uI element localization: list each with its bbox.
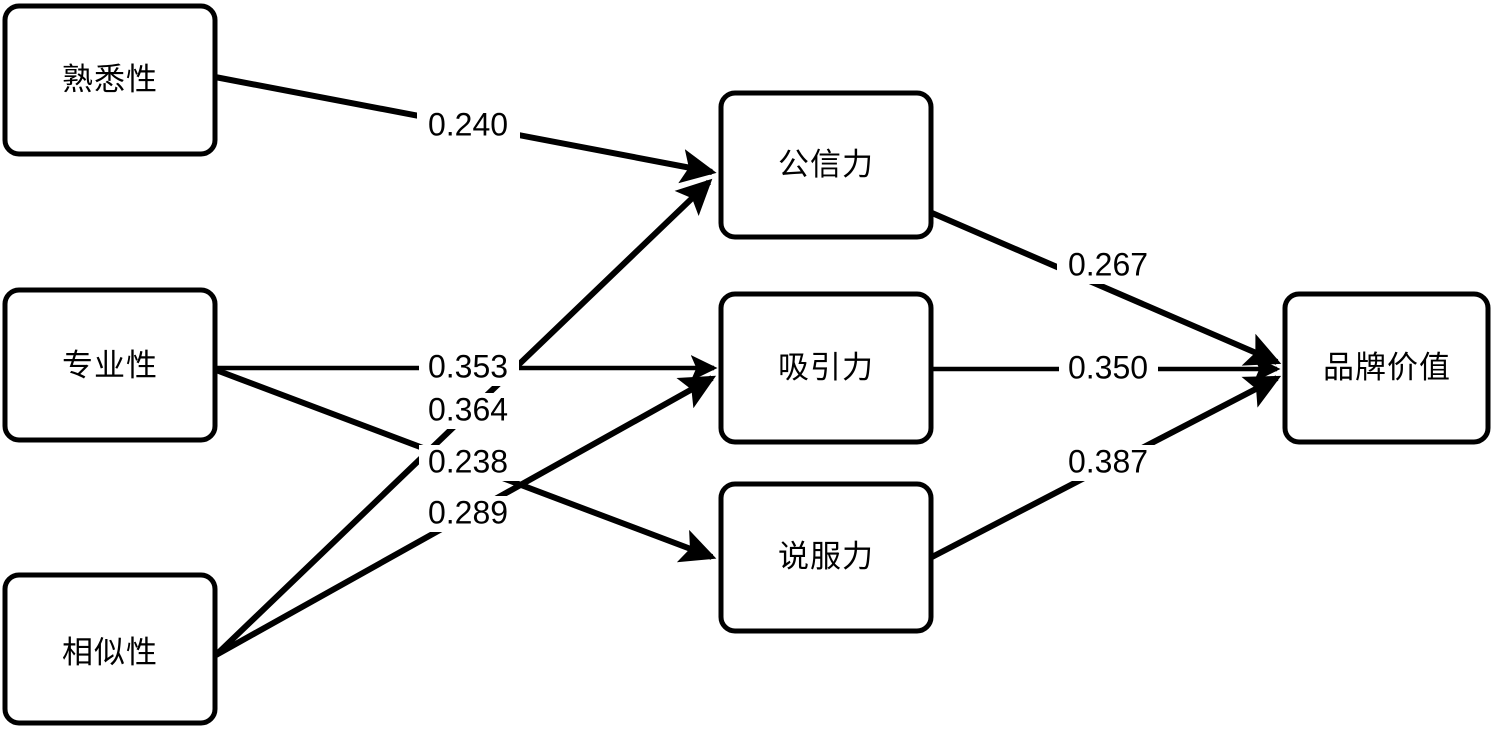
coefficient-text-p5: 0.238 [428,443,508,479]
coefficient-text-p1: 0.240 [428,106,508,142]
coefficient-text-p7: 0.350 [1068,349,1148,385]
node-box-attractiveness [718,291,934,445]
coefficient-backdrop-p8 [1057,445,1159,481]
node-credibility[interactable]: 公信力 [718,90,934,240]
coefficient-backdrop-p4 [419,496,519,532]
coefficient-backdrop-p1 [417,108,520,145]
coefficient-text-p2: 0.364 [428,391,508,427]
node-box-familiarity [2,3,218,157]
node-label-credibility: 公信力 [778,147,874,182]
coefficient-label-p7: 0.350 [1059,349,1158,387]
node-label-persuasiveness: 说服力 [778,539,874,574]
coefficient-label-p5: 0.238 [419,443,519,481]
node-box-persuasiveness [718,481,934,634]
node-label-professionalism: 专业性 [62,348,158,383]
coefficient-label-p3: 0.353 [419,348,519,386]
node-label-similarity: 相似性 [62,635,158,670]
path-credibility-to-brandvalue [930,210,1282,366]
coefficient-text-p8: 0.387 [1068,443,1148,479]
node-familiarity[interactable]: 熟悉性 [2,3,218,157]
coefficient-label-p6: 0.267 [1057,246,1159,284]
coefficient-label-p8: 0.387 [1057,443,1159,481]
node-similarity[interactable]: 相似性 [2,572,218,726]
coefficient-label-p2: 0.364 [419,391,519,429]
node-box-professionalism [2,287,218,443]
coefficient-backdrop-p7 [1059,351,1158,387]
node-box-credibility [718,90,934,240]
node-persuasiveness[interactable]: 说服力 [718,481,934,634]
node-professionalism[interactable]: 专业性 [2,287,218,443]
node-label-brand-value: 品牌价值 [1323,350,1451,385]
coefficient-backdrop-p2 [419,393,519,429]
path-line-p6 [930,210,1282,366]
node-box-brand-value [1282,291,1491,445]
coefficient-text-p4: 0.289 [428,494,508,530]
coefficient-backdrop-p5 [419,445,519,481]
node-label-familiarity: 熟悉性 [62,62,158,97]
coefficient-label-p4: 0.289 [419,494,519,532]
coefficient-backdrop-p6 [1057,248,1159,284]
coefficient-backdrop-p3 [419,350,519,386]
node-brand-value[interactable]: 品牌价值 [1282,291,1491,445]
coefficient-label-p1: 0.240 [417,106,520,145]
node-attractiveness[interactable]: 吸引力 [718,291,934,445]
coefficient-text-p3: 0.353 [428,348,508,384]
node-label-attractiveness: 吸引力 [778,350,874,385]
coefficient-text-p6: 0.267 [1068,246,1148,282]
node-box-similarity [2,572,218,726]
